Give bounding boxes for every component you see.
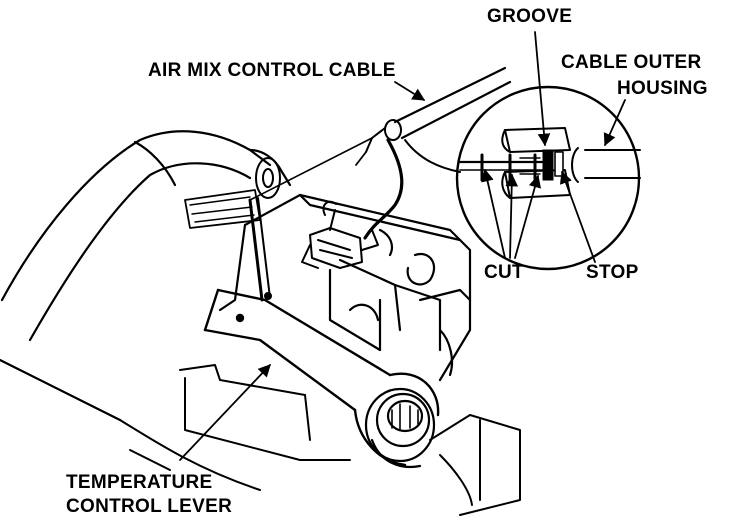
air-mix-control-cable (249, 66, 512, 240)
lever-pivot-knob (364, 387, 436, 468)
control-bracket (218, 193, 472, 382)
temperature-control-lever (203, 288, 440, 467)
leader-lines (179, 31, 626, 461)
label-stop: STOP (586, 262, 639, 283)
label-cable-outer-line2: HOUSING (617, 78, 708, 99)
leader-cut-3 (514, 174, 542, 259)
label-groove: GROOVE (487, 6, 572, 27)
leader-air-mix-cable (394, 81, 426, 101)
leader-cut-1 (481, 168, 506, 259)
label-temperature-line1: TEMPERATURE (66, 472, 213, 493)
housing-pivot (248, 157, 281, 302)
label-air-mix-control-cable: AIR MIX CONTROL CABLE (148, 60, 396, 81)
label-cut: CUT (484, 262, 524, 283)
label-cable-outer-line1: CABLE OUTER (561, 52, 702, 73)
leader-stop (559, 170, 596, 263)
detail-cable-end (458, 127, 641, 199)
cable-clamp (301, 200, 379, 269)
leader-groove (534, 31, 551, 147)
label-temperature-line2: CONTROL LEVER (66, 496, 232, 517)
heater-housing (0, 130, 292, 422)
leader-cut-2 (505, 173, 519, 259)
leader-cable-outer-housing (603, 99, 626, 147)
leader-temperature-lever (179, 364, 271, 461)
